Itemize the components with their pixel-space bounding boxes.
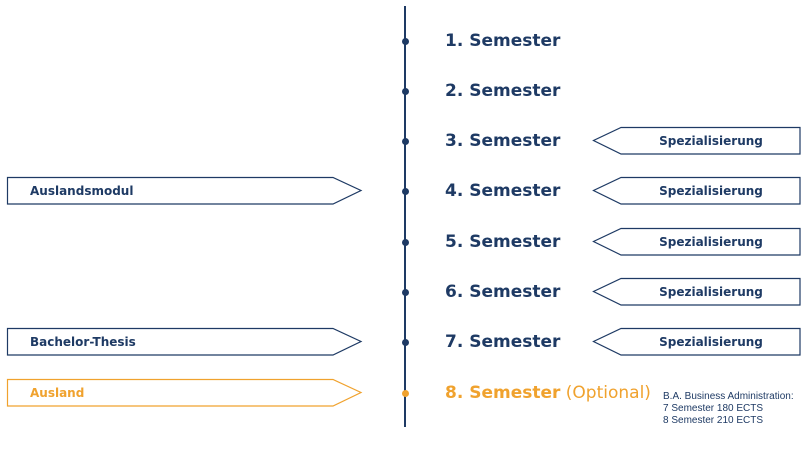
left-arrow-bachelor-thesis: Bachelor-Thesis — [6, 327, 363, 356]
right-arrow-spezialisierung-3-shape — [592, 126, 801, 155]
right-arrow-spezialisierung-4: Spezialisierung — [592, 176, 801, 205]
left-arrow-ausland-shape — [6, 378, 363, 407]
timeline-dot-5 — [402, 238, 409, 246]
timeline-dot-4 — [402, 187, 409, 195]
semester-label-8: 8. Semester (Optional) — [445, 383, 651, 403]
left-arrow-ausland: Ausland — [6, 378, 363, 407]
right-arrow-spezialisierung-7-shape — [592, 327, 801, 356]
timeline-line — [404, 6, 406, 427]
semester-title: 8. Semester — [445, 383, 561, 403]
right-arrow-spezialisierung-3: Spezialisierung — [592, 126, 801, 155]
left-arrow-bachelor-thesis-label: Bachelor-Thesis — [30, 335, 136, 349]
timeline-dot-6 — [402, 288, 409, 296]
semester-title: 2. Semester — [445, 81, 561, 101]
right-arrow-spezialisierung-3-label: Spezialisierung — [659, 134, 763, 148]
semester-label-1: 1. Semester — [445, 31, 560, 51]
left-arrow-auslandsmodul-shape — [6, 176, 363, 205]
semester-label-3: 3. Semester — [445, 131, 560, 151]
semester-title: 5. Semester — [445, 232, 561, 252]
right-arrow-spezialisierung-7: Spezialisierung — [592, 327, 801, 356]
semester-title: 1. Semester — [445, 31, 561, 51]
program-note: B.A. Business Administration: 7 Semester… — [663, 391, 794, 427]
semester-label-4: 4. Semester — [445, 181, 560, 201]
right-arrow-spezialisierung-6: Spezialisierung — [592, 277, 801, 306]
semester-title: 6. Semester — [445, 282, 561, 302]
right-arrow-spezialisierung-6-label: Spezialisierung — [659, 285, 763, 299]
right-arrow-spezialisierung-5-shape — [592, 227, 801, 256]
left-arrow-ausland-label: Ausland — [30, 386, 85, 400]
semester-label-7: 7. Semester — [445, 332, 560, 352]
left-arrow-auslandsmodul-label: Auslandsmodul — [30, 184, 134, 198]
left-arrow-bachelor-thesis-shape — [6, 327, 363, 356]
right-arrow-spezialisierung-4-shape — [592, 176, 801, 205]
timeline-dot-1 — [402, 37, 409, 45]
note-line-1: B.A. Business Administration: — [663, 391, 794, 402]
semester-title: 3. Semester — [445, 131, 561, 151]
timeline-dot-3 — [402, 137, 409, 145]
note-line-2: 7 Semester 180 ECTS — [663, 403, 764, 414]
right-arrow-spezialisierung-7-label: Spezialisierung — [659, 335, 763, 349]
semester-title: 4. Semester — [445, 181, 561, 201]
timeline-dot-2 — [402, 87, 409, 95]
right-arrow-spezialisierung-4-label: Spezialisierung — [659, 184, 763, 198]
note-line-3: 8 Semester 210 ECTS — [663, 415, 764, 426]
right-arrow-spezialisierung-5: Spezialisierung — [592, 227, 801, 256]
left-arrow-auslandsmodul: Auslandsmodul — [6, 176, 363, 205]
semester-title: 7. Semester — [445, 332, 561, 352]
semester-label-5: 5. Semester — [445, 232, 560, 252]
timeline-dot-8 — [402, 389, 409, 397]
semester-label-6: 6. Semester — [445, 282, 560, 302]
right-arrow-spezialisierung-6-shape — [592, 277, 801, 306]
semester-label-2: 2. Semester — [445, 81, 560, 101]
right-arrow-spezialisierung-5-label: Spezialisierung — [659, 235, 763, 249]
timeline-dot-7 — [402, 338, 409, 346]
semester-suffix: (Optional) — [560, 383, 651, 403]
